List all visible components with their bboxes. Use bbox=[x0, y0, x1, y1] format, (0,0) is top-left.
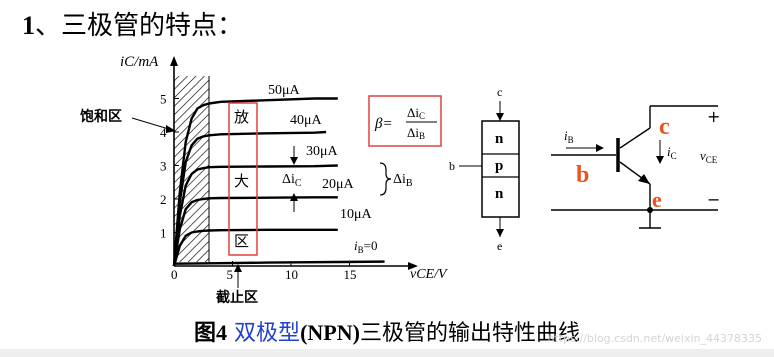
active-region-char-1: 放 bbox=[234, 108, 249, 126]
npn-body bbox=[481, 120, 520, 218]
cutoff-label: 截止区 bbox=[216, 289, 258, 306]
x-tick-label: 0 bbox=[171, 267, 178, 282]
y-tick-label: 5 bbox=[160, 92, 167, 107]
circuit-c-label: c bbox=[659, 114, 670, 140]
saturation-arrow bbox=[131, 117, 173, 131]
x-tick-label: 15 bbox=[344, 267, 357, 282]
saturation-label: 饱和区 bbox=[80, 108, 122, 125]
active-region-box bbox=[228, 102, 258, 256]
active-region-char-3: 区 bbox=[234, 232, 249, 250]
circuit-e-label: e bbox=[652, 187, 662, 212]
circuit-minus: − bbox=[707, 190, 720, 209]
npn-layer-bottom: n bbox=[495, 186, 504, 202]
output-characteristic-chart: iC/mA vCE/V 1 2 3 4 5 0 5 10 15 50μA 40μA 30μA 20μ… bbox=[80, 54, 448, 306]
curve-4 bbox=[172, 196, 338, 267]
circuit-vce-label: vCE bbox=[700, 148, 718, 165]
curve-label: 30μA bbox=[306, 144, 339, 159]
y-axis-arrow bbox=[170, 56, 178, 66]
caption-npn: (NPN) bbox=[300, 320, 360, 345]
x-axis-arrow bbox=[408, 262, 418, 270]
curve-label: iB=0 bbox=[354, 238, 377, 255]
x-ticks: 5 10 15 bbox=[227, 261, 357, 282]
x-axis-label: vCE/V bbox=[410, 267, 448, 282]
npn-terminal-c: c bbox=[497, 85, 502, 99]
caption-figure-number: 图4 bbox=[194, 320, 228, 345]
transistor-circuit: iB b iC c e + − vCE bbox=[551, 105, 720, 229]
figure-caption: 图4 双极型(NPN)三极管的输出特性曲线 bbox=[0, 318, 774, 348]
y-tick-label: 1 bbox=[160, 226, 167, 241]
curve-6 bbox=[173, 260, 385, 265]
curve-labels: 50μA 40μA 30μA 20μA 10μA iB=0 bbox=[268, 83, 377, 255]
bottom-strip bbox=[0, 349, 774, 357]
circuit-ib-label: iB bbox=[564, 128, 574, 145]
curve-1 bbox=[172, 97, 338, 267]
curve-label: 50μA bbox=[268, 83, 301, 98]
npn-layer-middle: p bbox=[495, 158, 503, 174]
curves bbox=[172, 97, 385, 267]
circuit-ic-label: iC bbox=[667, 144, 677, 161]
beta-denominator: ΔiB bbox=[407, 125, 425, 141]
beta-label: β= bbox=[374, 116, 393, 132]
delta-ib-label: ΔiB bbox=[393, 172, 413, 189]
curve-2 bbox=[172, 130, 327, 267]
caption-rest: 三极管的输出特性曲线 bbox=[359, 321, 580, 346]
delta-ic-label: ΔiC bbox=[282, 172, 302, 189]
active-region-char-2: 大 bbox=[234, 172, 249, 190]
curve-3 bbox=[172, 164, 338, 267]
curve-label: 40μA bbox=[290, 113, 323, 128]
npn-terminal-b: b bbox=[449, 159, 455, 173]
npn-structure-diagram: c n p n b e bbox=[449, 85, 520, 253]
curve-label: 10μA bbox=[340, 207, 373, 222]
emitter-node bbox=[647, 207, 653, 213]
beta-numerator: ΔiC bbox=[407, 105, 425, 121]
y-axis-label: iC/mA bbox=[120, 54, 159, 70]
circuit-plus: + bbox=[707, 107, 720, 126]
delta-ib-brace bbox=[379, 162, 392, 196]
section-heading: 1、三极管的特点： bbox=[22, 10, 243, 42]
x-tick-label: 10 bbox=[285, 267, 298, 282]
y-tick-label: 2 bbox=[160, 192, 167, 207]
curve-5 bbox=[172, 228, 338, 267]
caption-blue-text: 双极型 bbox=[234, 321, 301, 346]
curve-label: 20μA bbox=[322, 177, 355, 192]
y-tick-label: 3 bbox=[160, 159, 167, 174]
x-tick-label: 5 bbox=[227, 267, 234, 282]
beta-formula-box bbox=[368, 95, 442, 147]
circuit-b-label: b bbox=[576, 162, 589, 188]
heading-number: 1 bbox=[22, 11, 35, 40]
npn-terminal-e: e bbox=[497, 239, 502, 253]
watermark: https://blog.csdn.net/weixin_44378335 bbox=[547, 332, 762, 345]
npn-layer-top: n bbox=[495, 131, 504, 147]
heading-text: 、三极管的特点： bbox=[35, 11, 244, 41]
y-tick-label: 4 bbox=[160, 125, 167, 140]
